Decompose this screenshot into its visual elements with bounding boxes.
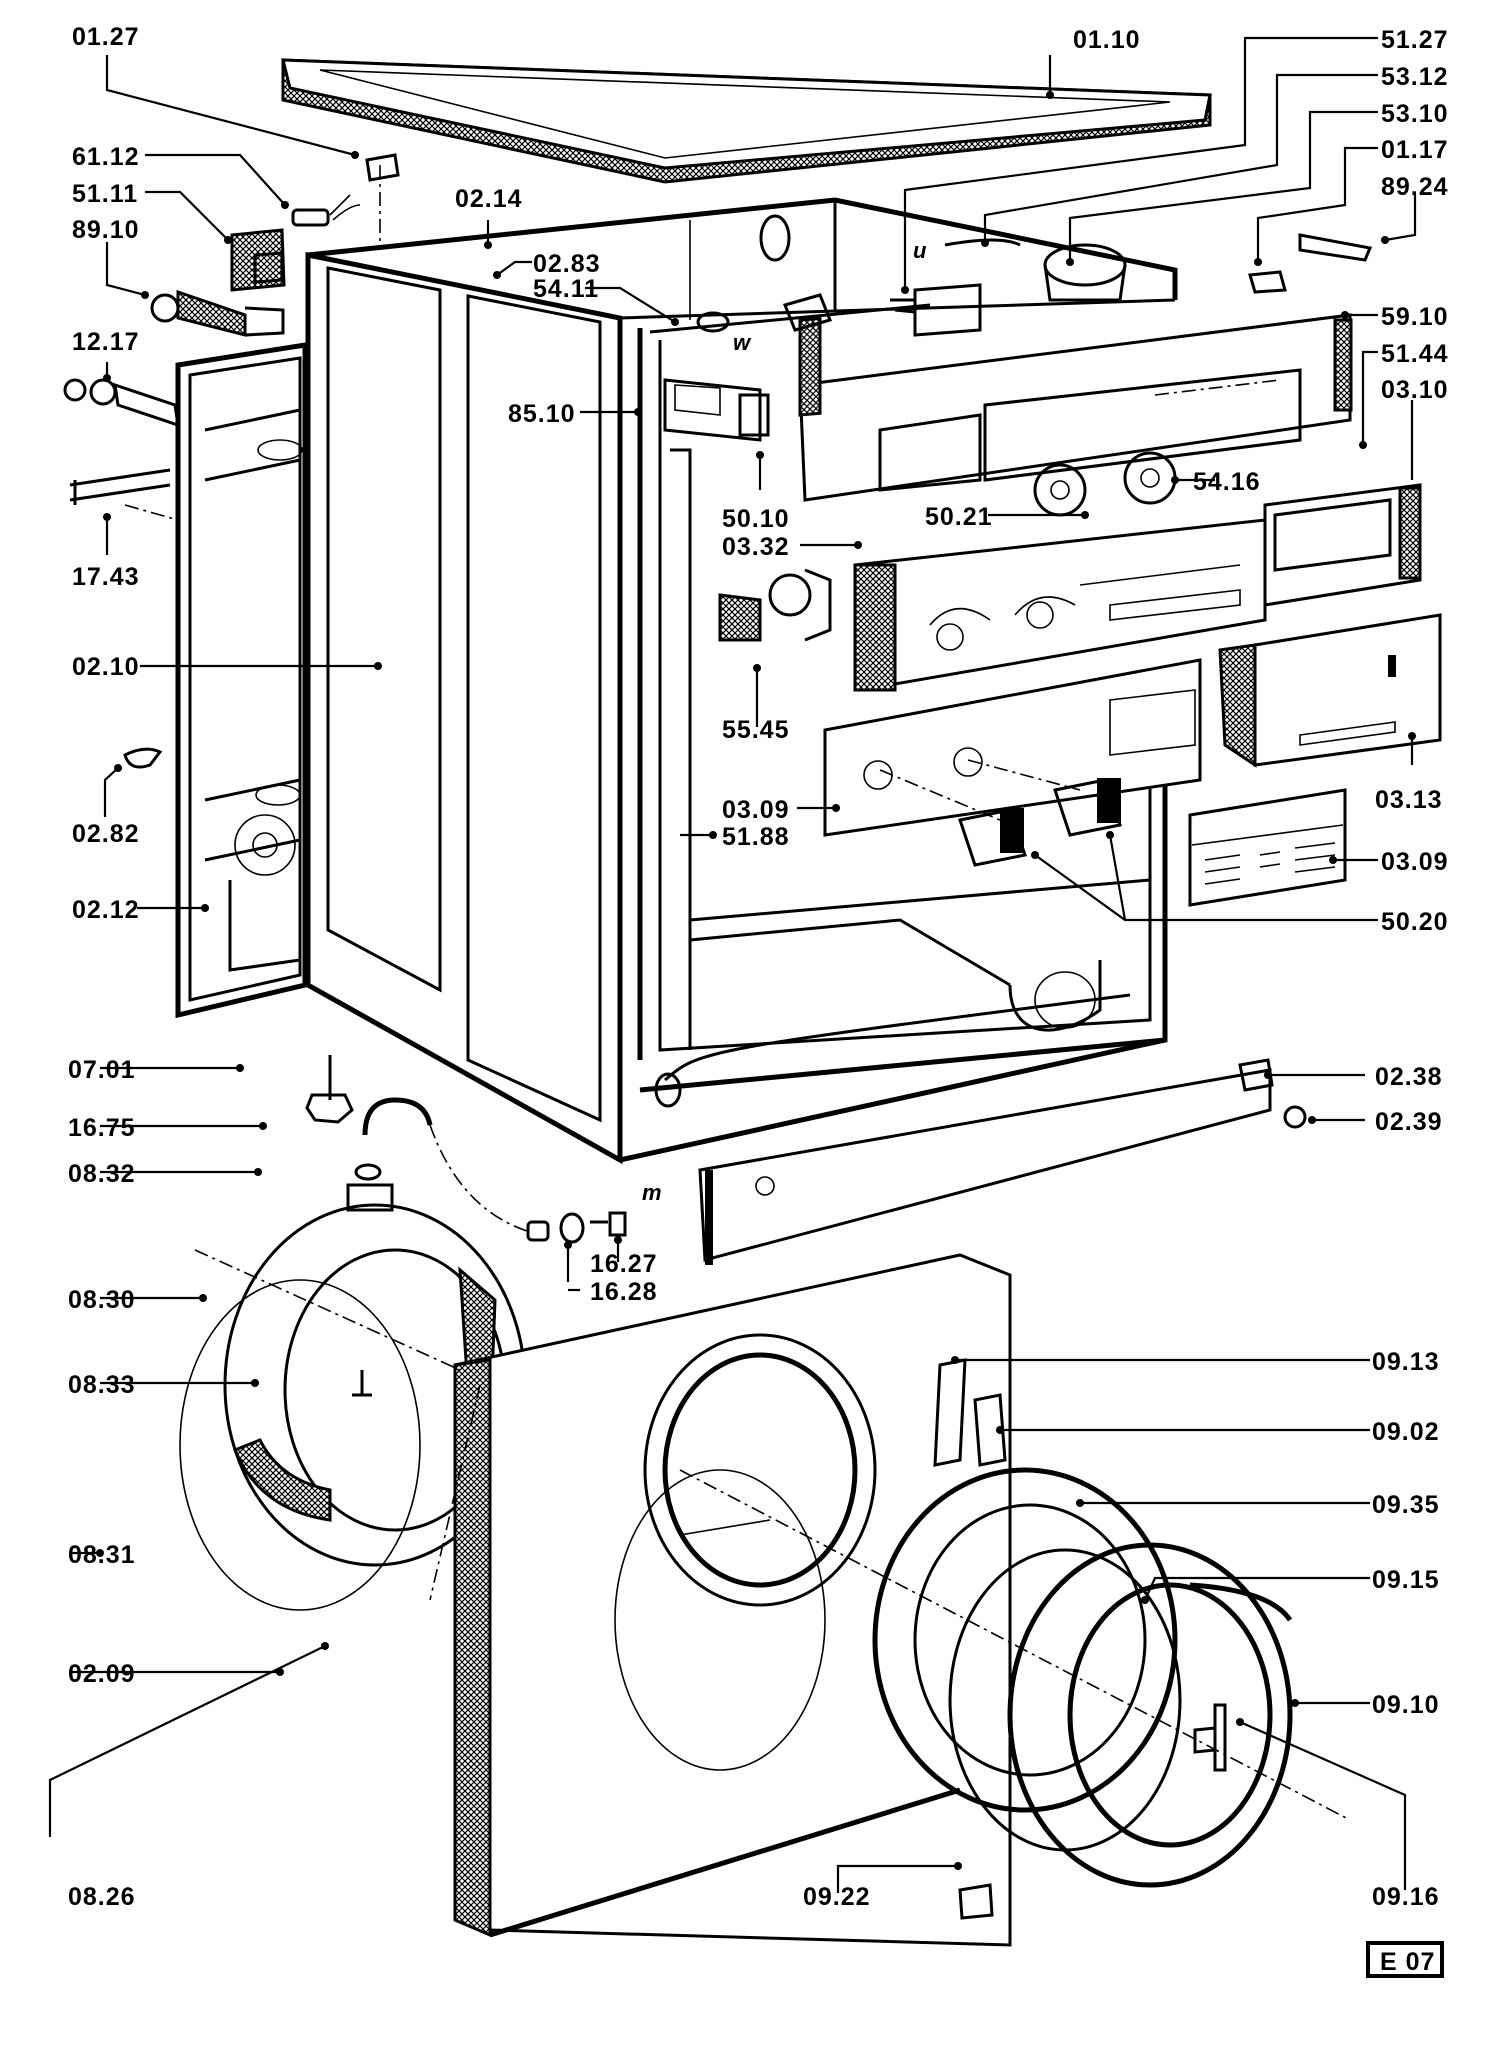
part-label-02-83: 02.83 <box>533 250 601 278</box>
part-label-02-10: 02.10 <box>72 653 140 681</box>
cabinet-body <box>305 197 1178 1165</box>
page-code: E 07 <box>1380 1948 1435 1976</box>
back-panel <box>175 342 308 1019</box>
control-panel-frame <box>798 313 1353 502</box>
control-fascia-middle <box>853 518 1267 692</box>
part-label-09-10: 09.10 <box>1372 1691 1440 1719</box>
part-label-53-12: 53.12 <box>1381 63 1449 91</box>
part-label-02-12: 02.12 <box>72 896 140 924</box>
part-label-53-10: 53.10 <box>1381 100 1449 128</box>
part-label-51-27: 51.27 <box>1381 26 1449 54</box>
annotation-u: u <box>913 238 927 263</box>
part-label-09-35: 09.35 <box>1372 1491 1440 1519</box>
small-components <box>63 153 400 769</box>
front-panel <box>453 1253 1012 1947</box>
part-label-85-10: 85.10 <box>508 400 576 428</box>
part-label-03-09-front: 03.09 <box>722 796 790 824</box>
part-label-61-12: 61.12 <box>72 143 140 171</box>
part-label-51-88: 51.88 <box>722 823 790 851</box>
part-label-08-26: 08.26 <box>68 1883 136 1911</box>
assembly-axes <box>124 165 1351 1821</box>
part-label-02-82: 02.82 <box>72 820 140 848</box>
part-label-12-17: 12.17 <box>72 328 140 356</box>
part-label-55-45: 55.45 <box>722 716 790 744</box>
part-label-08-33: 08.33 <box>68 1371 136 1399</box>
upper-electrical-components <box>663 233 1373 642</box>
part-label-51-44: 51.44 <box>1381 340 1449 368</box>
page-code-badge: E 07 <box>1366 1941 1444 1978</box>
part-label-03-09-plate: 03.09 <box>1381 848 1449 876</box>
part-label-02-14: 02.14 <box>455 185 523 213</box>
part-label-03-13: 03.13 <box>1375 786 1443 814</box>
part-label-01-17: 01.17 <box>1381 136 1449 164</box>
part-label-16-75: 16.75 <box>68 1114 136 1142</box>
part-label-08-31: 08.31 <box>68 1541 136 1569</box>
rating-plate <box>1188 788 1347 907</box>
part-label-02-39: 02.39 <box>1375 1108 1443 1136</box>
annotation-m: m <box>642 1180 663 1205</box>
part-label-50-20: 50.20 <box>1381 908 1449 936</box>
control-knobs <box>958 778 1122 867</box>
plinth-panel <box>698 1058 1307 1265</box>
part-label-89-24: 89.24 <box>1381 173 1449 201</box>
part-label-02-38: 02.38 <box>1375 1063 1443 1091</box>
part-label-09-15: 09.15 <box>1372 1566 1440 1594</box>
top-lid <box>281 58 1212 184</box>
annotation-w: w <box>733 330 752 355</box>
part-label-03-10: 03.10 <box>1381 376 1449 404</box>
part-label-09-22: 09.22 <box>803 1883 871 1911</box>
part-label-01-10: 01.10 <box>1073 26 1141 54</box>
control-fascia-right <box>1263 483 1422 607</box>
part-label-01-27: 01.27 <box>72 23 140 51</box>
part-label-54-11: 54.11 <box>533 275 599 303</box>
part-label-17-43: 17.43 <box>72 563 140 591</box>
detergent-module <box>1218 613 1442 768</box>
part-label-07-01: 07.01 <box>68 1056 136 1084</box>
part-label-50-10: 50.10 <box>722 505 790 533</box>
part-label-54-16: 54.16 <box>1193 468 1261 496</box>
part-label-89-10: 89.10 <box>72 216 140 244</box>
leader-dots <box>96 91 1416 1870</box>
part-label-09-16: 09.16 <box>1372 1883 1440 1911</box>
lower-components <box>305 1055 627 1244</box>
part-label-16-28: 16.28 <box>590 1278 658 1306</box>
part-label-16-27: 16.27 <box>590 1250 658 1278</box>
part-label-08-32: 08.32 <box>68 1160 136 1188</box>
part-labels: 01.27 01.10 51.27 53.12 53.10 01.17 89.2… <box>68 23 1449 1911</box>
part-label-08-30: 08.30 <box>68 1286 136 1314</box>
part-label-51-11: 51.11 <box>72 180 138 208</box>
part-label-59-10: 59.10 <box>1381 303 1449 331</box>
part-label-02-09: 02.09 <box>68 1660 136 1688</box>
part-label-03-32: 03.32 <box>722 533 790 561</box>
part-label-09-13: 09.13 <box>1372 1348 1440 1376</box>
part-label-50-21: 50.21 <box>925 503 993 531</box>
part-label-09-02: 09.02 <box>1372 1418 1440 1446</box>
